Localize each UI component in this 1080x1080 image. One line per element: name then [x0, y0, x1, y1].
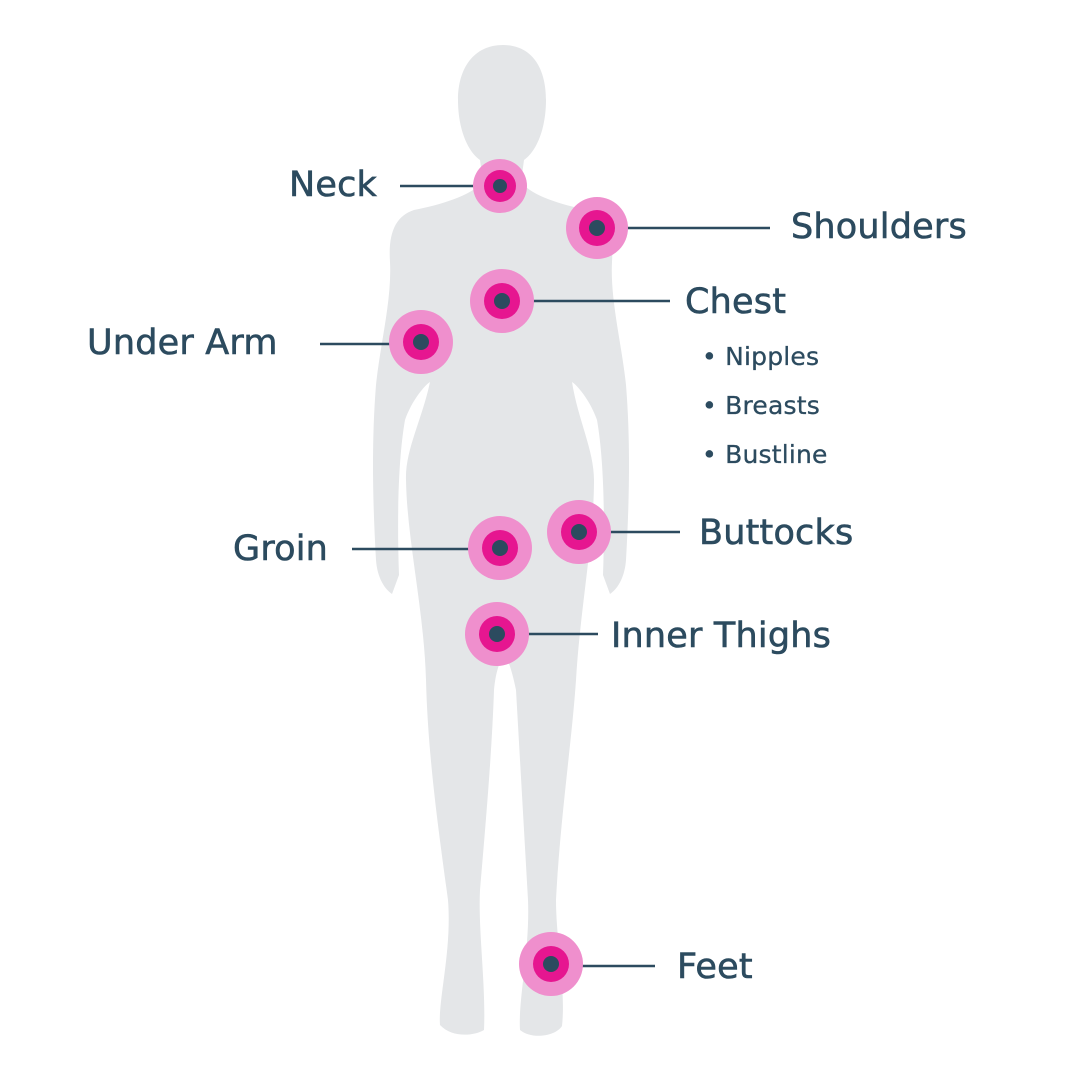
buttocks-label: Buttocks	[699, 513, 854, 553]
marker-shoulders	[566, 197, 628, 259]
marker-neck	[473, 159, 527, 213]
chest-label: Chest	[685, 282, 787, 322]
inner-thighs-label: Inner Thighs	[611, 616, 832, 656]
marker-groin	[468, 516, 532, 580]
groin-label: Groin	[233, 529, 329, 569]
under-arm-label: Under Arm	[87, 323, 278, 363]
marker-under-arm	[389, 310, 453, 374]
feet-label: Feet	[677, 947, 753, 987]
shoulders-label: Shoulders	[791, 207, 967, 247]
marker-buttocks	[547, 500, 611, 564]
marker-feet	[519, 932, 583, 996]
chest-item-nipples: • Nipples	[702, 342, 820, 371]
neck-label: Neck	[289, 165, 378, 205]
marker-chest	[470, 269, 534, 333]
chest-item-breasts: • Breasts	[702, 391, 820, 420]
marker-inner-thighs	[465, 602, 529, 666]
chest-item-bustline: • Bustline	[702, 440, 828, 469]
